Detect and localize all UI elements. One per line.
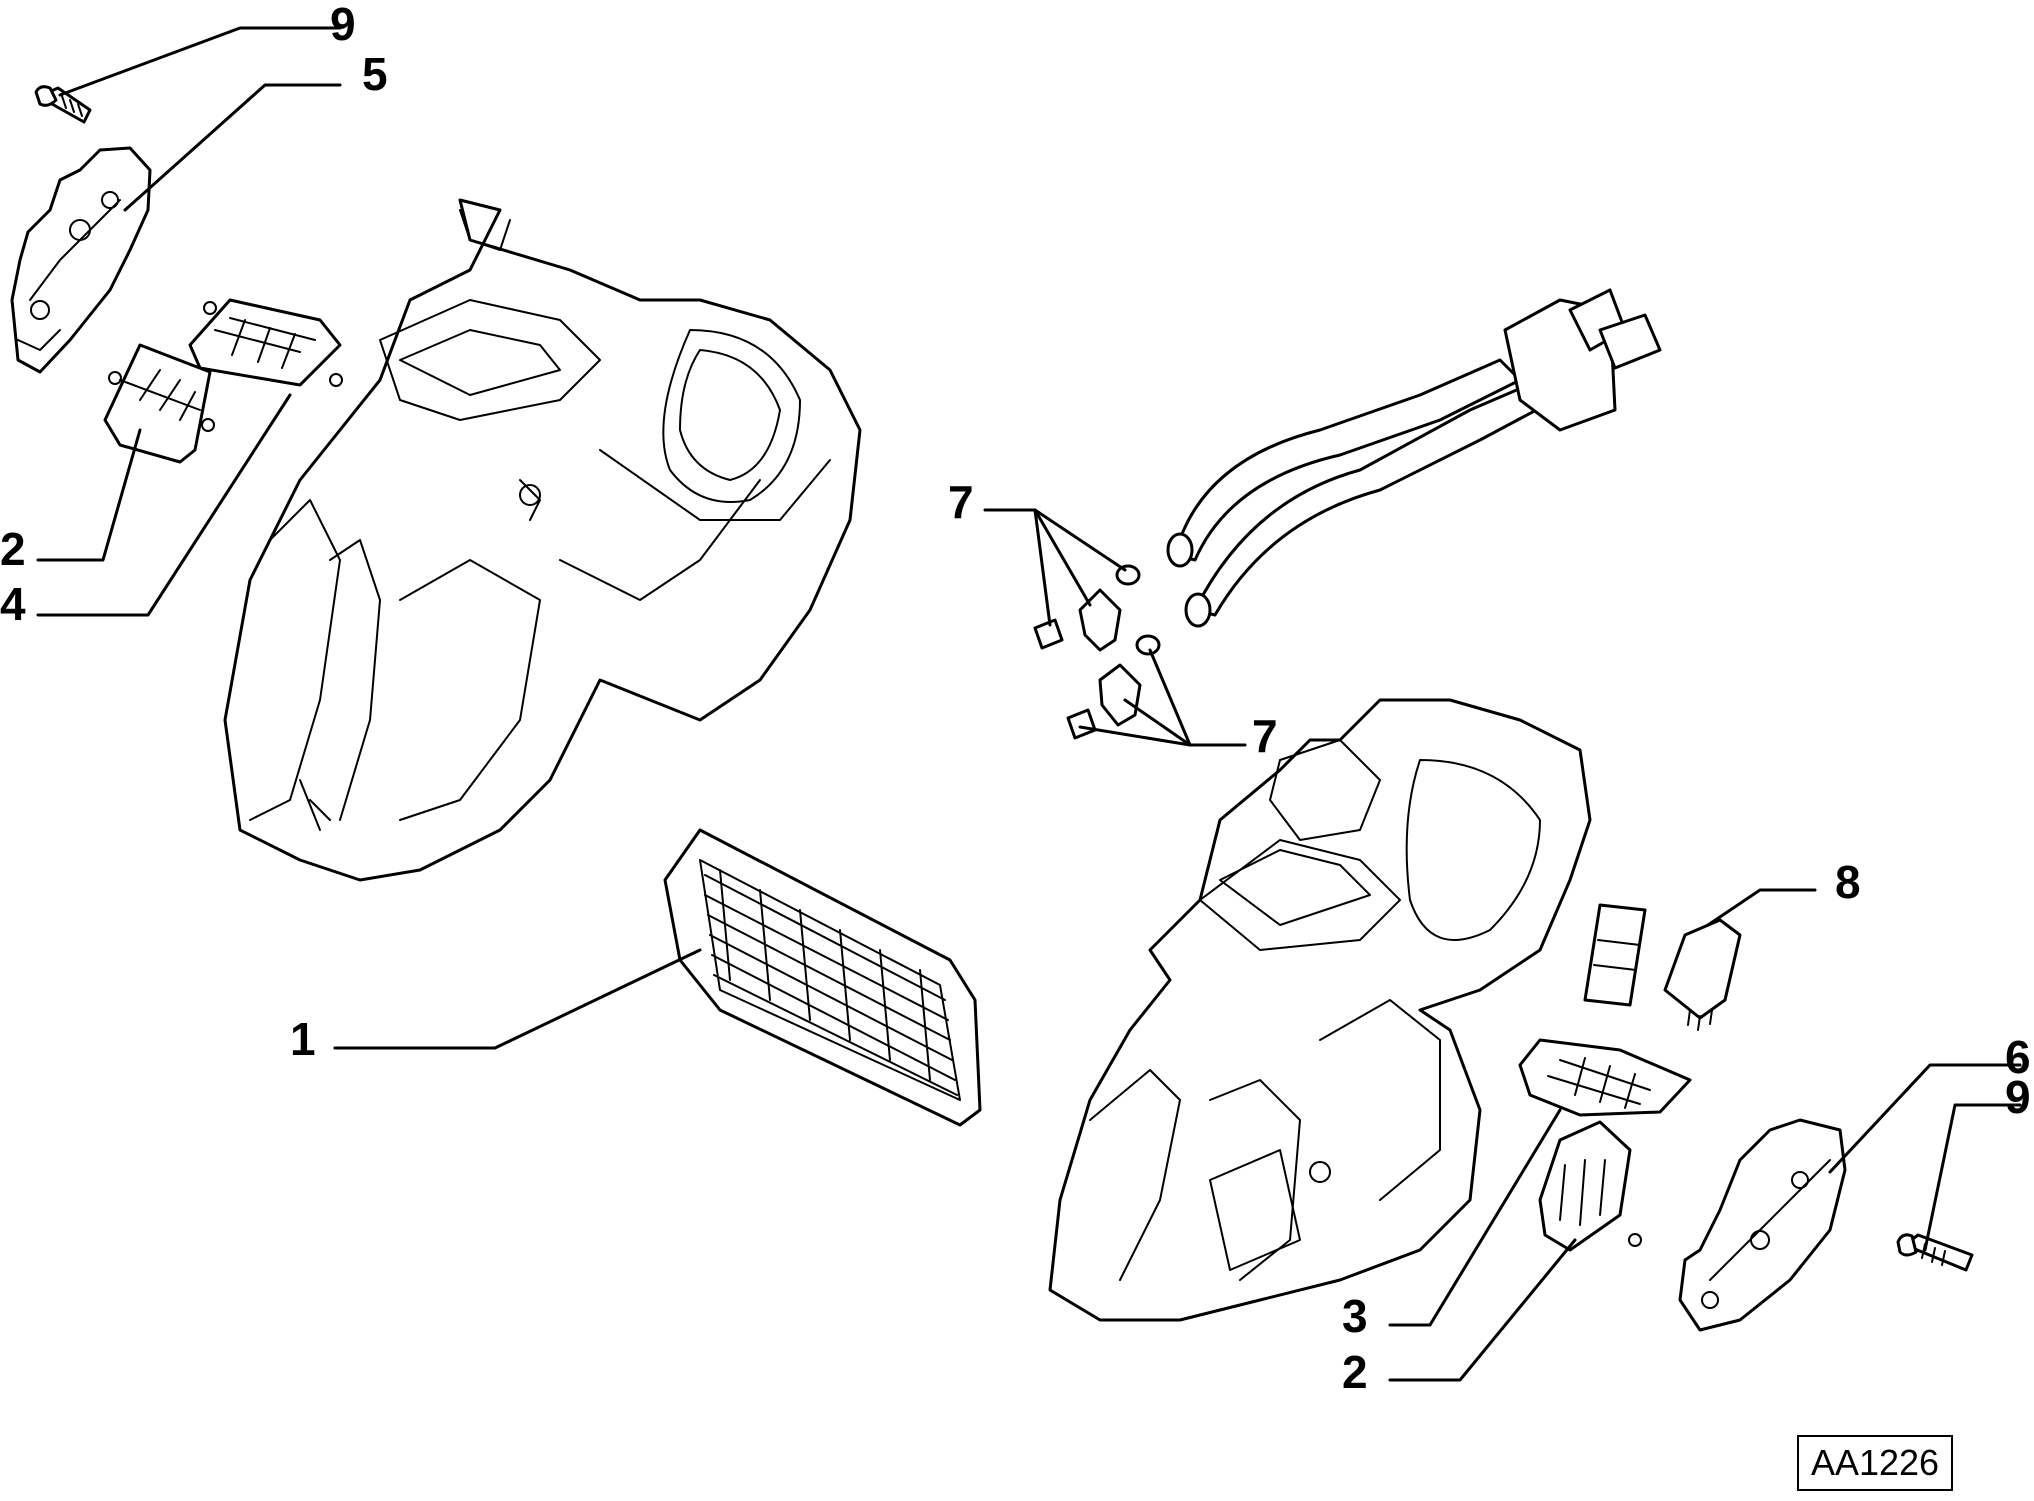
heater-pipes	[1166, 288, 1662, 628]
reference-code-text: AA1226	[1810, 1442, 1940, 1483]
bracket-part-5	[10, 146, 152, 374]
flap-part-4	[188, 298, 343, 387]
leader-line-2-right	[1388, 1238, 1577, 1382]
callout-7-top: 7	[948, 476, 974, 528]
callout-6: 6	[2005, 1031, 2031, 1083]
callout-9-right: 9	[2005, 1071, 2031, 1123]
callout-4: 4	[0, 578, 26, 630]
callout-3: 3	[1342, 1290, 1368, 1342]
leader-lines	[36, 26, 2022, 1382]
module-part-8	[1583, 903, 1742, 1031]
leader-line-1	[333, 948, 702, 1050]
leader-line-6	[1828, 1063, 2022, 1174]
callout-2-left: 2	[0, 523, 26, 575]
heater-housing-right	[1048, 698, 1592, 1322]
callout-7-bottom: 7	[1252, 710, 1278, 762]
leader-line-3	[1388, 1108, 1562, 1327]
callout-2-right: 2	[1342, 1346, 1368, 1398]
heater-core-part-1	[663, 828, 982, 1127]
leader-line-7-top-c	[1033, 508, 1052, 627]
leader-line-2-left	[36, 428, 142, 562]
leader-line-7-bottom-b	[1123, 698, 1192, 747]
reference-code-box: AA1226	[1797, 1435, 1953, 1491]
callout-5: 5	[362, 48, 388, 100]
screw-part-9-top	[34, 85, 92, 124]
flap-part-3	[1518, 1038, 1692, 1117]
callout-1: 1	[290, 1013, 316, 1065]
leader-line-7-top-b	[1033, 508, 1092, 607]
bracket-part-6	[1678, 1118, 1847, 1332]
callout-9-top: 9	[330, 0, 356, 50]
leader-line-7-bottom-c	[1078, 725, 1192, 747]
leader-line-5	[123, 83, 342, 212]
clips-part-7	[1033, 564, 1161, 740]
leader-line-9-right	[1923, 1103, 2022, 1252]
heater-housing-left	[223, 198, 862, 882]
flap-part-2-left	[103, 343, 215, 464]
callout-labels: 9 5 2 4 1 7 7 8 6 9 3 2	[0, 0, 2031, 1398]
callout-8: 8	[1835, 856, 1861, 908]
leader-line-8	[1706, 888, 1817, 927]
leader-line-7-bottom-a	[1148, 648, 1247, 747]
leader-line-9-top	[58, 26, 342, 97]
leader-line-7-top-a	[983, 508, 1127, 572]
leader-line-4	[36, 393, 292, 617]
flap-part-2-right	[1538, 1120, 1642, 1252]
screw-part-9-right	[1896, 1233, 1974, 1272]
